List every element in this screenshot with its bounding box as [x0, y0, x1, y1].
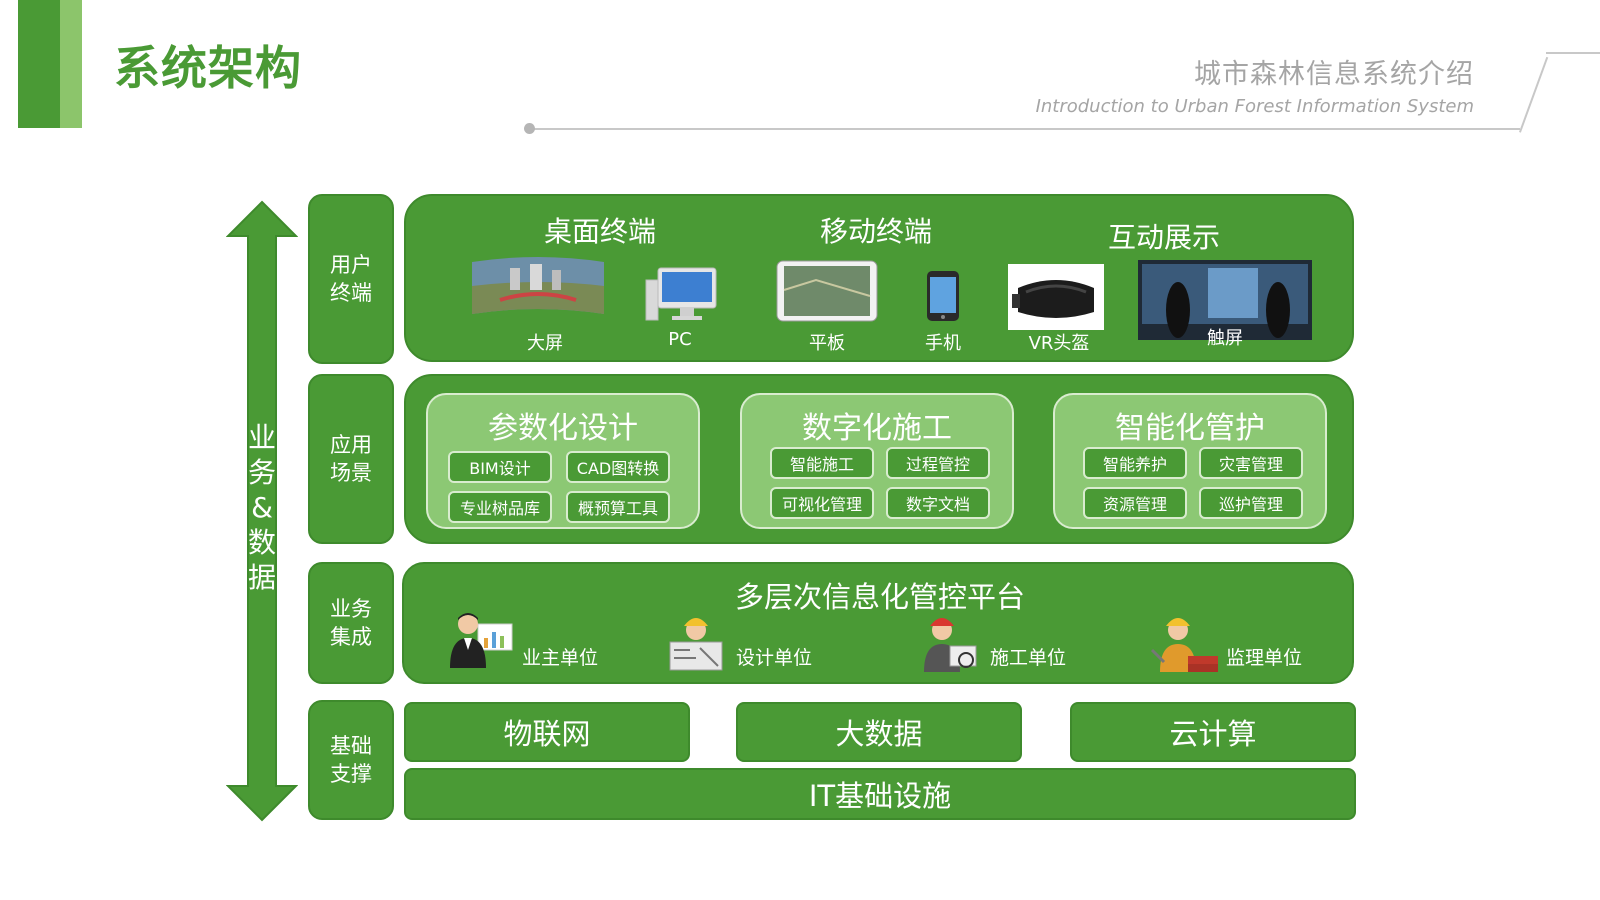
layer-label-user: 用户终端	[308, 194, 394, 364]
app-group-smart-maintenance: 智能化管护 智能养护 灾害管理 资源管理 巡护管理	[1053, 393, 1327, 529]
base-iot: 物联网	[404, 702, 690, 762]
designer-worker-icon	[669, 618, 723, 671]
vr-headset-icon	[1008, 264, 1104, 330]
subtitle-en: Introduction to Urban Forest Information…	[1035, 96, 1474, 117]
chip-tree-library: 专业树品库	[448, 491, 552, 523]
chip-disaster-management: 灾害管理	[1199, 447, 1303, 479]
arrow-label-char: 务	[247, 456, 276, 489]
double-arrow-icon	[226, 200, 298, 822]
role-label-constructor: 施工单位	[990, 647, 1067, 669]
device-label-vr: VR头盔	[1028, 333, 1090, 354]
constructor-worker-icon	[924, 618, 977, 672]
arrow-label: 业 务 & 数 据	[246, 420, 278, 595]
big-screen-icon	[472, 257, 604, 314]
layer-label-app: 应用场景	[308, 374, 394, 544]
chip-visual-management: 可视化管理	[770, 487, 874, 519]
supervisor-worker-icon	[1150, 618, 1218, 672]
arrow-label-char: 数	[247, 526, 276, 559]
chip-cad-convert: CAD图转换	[566, 451, 670, 483]
header-accent-bar	[18, 0, 60, 128]
chip-resource-management: 资源管理	[1083, 487, 1187, 519]
arrow-label-char: &	[251, 491, 273, 524]
owner-person-icon	[450, 613, 513, 668]
chip-smart-construction: 智能施工	[770, 447, 874, 479]
group-mobile-terminal: 移动终端	[819, 215, 932, 248]
header-divider-line	[530, 128, 1520, 130]
page-title: 系统架构	[114, 41, 302, 95]
layer-label-base: 基础支撑	[308, 700, 394, 820]
pc-icon	[645, 267, 717, 321]
app-group-digital-construction: 数字化施工 智能施工 过程管控 可视化管理 数字文档	[740, 393, 1014, 529]
chip-patrol-management: 巡护管理	[1199, 487, 1303, 519]
base-it-infrastructure: IT基础设施	[404, 768, 1356, 820]
chip-process-control: 过程管控	[886, 447, 990, 479]
group-interactive-display: 互动展示	[1107, 221, 1220, 254]
app-group-title: 智能化管护	[1115, 411, 1265, 446]
app-group-title: 数字化施工	[802, 411, 952, 446]
role-label-designer: 设计单位	[736, 647, 813, 669]
header-divider-dot	[524, 123, 535, 134]
header-divider-slash	[1519, 56, 1549, 133]
device-label-touch-screen: 触屏	[1207, 328, 1243, 349]
chip-bim-design: BIM设计	[448, 451, 552, 483]
chip-digital-document: 数字文档	[886, 487, 990, 519]
touch-screen-icon	[1138, 260, 1312, 340]
device-label-big-screen: 大屏	[527, 333, 563, 354]
group-desktop-terminal: 桌面终端	[543, 215, 656, 248]
platform-title: 多层次信息化管控平台	[734, 580, 1025, 614]
layer-label-business: 业务集成	[308, 562, 394, 684]
arrow-label-char: 业	[247, 421, 276, 454]
arrow-label-char: 据	[247, 561, 276, 594]
role-label-owner: 业主单位	[522, 647, 599, 669]
tablet-icon	[776, 260, 878, 322]
device-label-tablet: 平板	[809, 333, 845, 354]
device-label-pc: PC	[668, 329, 692, 350]
subtitle-cn: 城市森林信息系统介绍	[1194, 59, 1474, 90]
app-group-title: 参数化设计	[488, 411, 638, 446]
app-group-parametric-design: 参数化设计 BIM设计 CAD图转换 专业树品库 概预算工具	[426, 393, 700, 529]
base-cloud-computing: 云计算	[1070, 702, 1356, 762]
role-label-supervisor: 监理单位	[1226, 647, 1303, 669]
device-label-phone: 手机	[925, 333, 961, 354]
header-accent-bar-light	[60, 0, 82, 128]
base-big-data: 大数据	[736, 702, 1022, 762]
chip-budget-tool: 概预算工具	[566, 491, 670, 523]
phone-icon	[927, 271, 959, 321]
chip-smart-care: 智能养护	[1083, 447, 1187, 479]
header-divider-top	[1546, 52, 1600, 54]
